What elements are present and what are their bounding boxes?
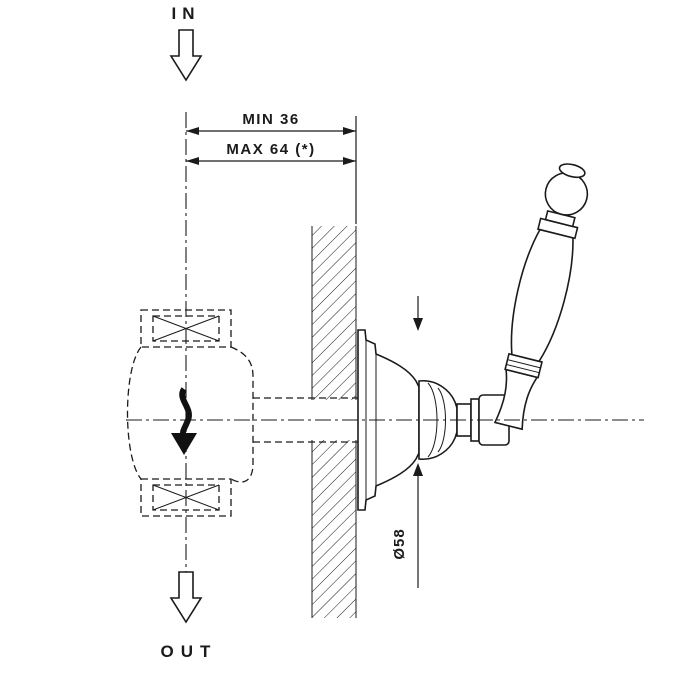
dim-diameter-label: Ø58 — [391, 528, 408, 559]
flow-direction-arrow-icon — [171, 387, 197, 455]
flow-out-marker: OUT — [161, 571, 218, 661]
dim-min-max: MIN 36 MAX 64 (*) — [186, 111, 357, 224]
dim-min-label: MIN 36 — [242, 111, 299, 128]
escutcheon-trim — [357, 329, 510, 511]
dim-diameter: Ø58 — [391, 296, 423, 588]
wall-section — [311, 226, 357, 618]
flow-out-arrow-icon — [169, 571, 203, 624]
dim-max-label: MAX 64 (*) — [226, 141, 315, 158]
valve-body-hidden — [126, 309, 358, 517]
lever-handle — [493, 163, 589, 431]
flow-in-label: IN — [172, 4, 201, 23]
flow-in-arrow-icon — [169, 29, 203, 82]
flow-out-label: OUT — [161, 642, 218, 661]
flow-in-marker: IN — [169, 4, 203, 82]
